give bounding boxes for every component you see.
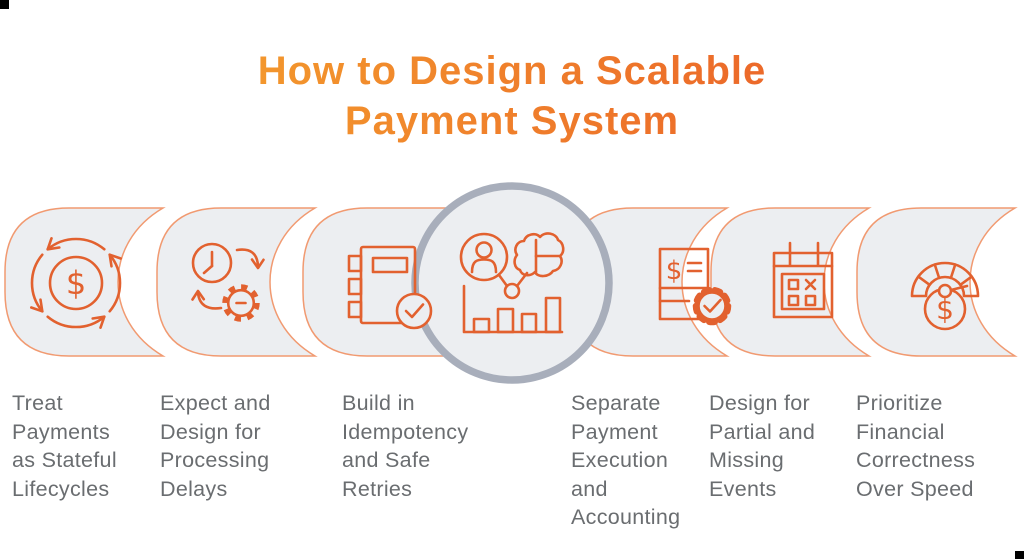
svg-text:$: $	[666, 256, 683, 286]
corner-mark-top-left	[0, 0, 9, 9]
step-label-4: Separate Payment Execution and Accountin…	[571, 391, 681, 529]
step-label-3: Build in Idempotency and Safe Retries	[342, 391, 469, 501]
analytics-person-brain-chart-icon	[459, 232, 565, 334]
step-shape-2	[156, 207, 318, 357]
step-label-2: Expect and Design for Processing Delays	[160, 391, 271, 501]
step-label-1: Treat Payments as Stateful Lifecycles	[12, 391, 117, 501]
calendar-missing-events-icon	[772, 241, 834, 319]
step-label-5: Design for Partial and Missing Events	[709, 391, 816, 501]
money-speed-gauge-icon: $	[910, 261, 980, 331]
invoice-gear-check-icon: $	[658, 247, 732, 326]
step-shapes	[4, 207, 1018, 357]
page-title: How to Design a Scalable Payment System	[0, 46, 1024, 146]
step-label-6: Prioritize Financial Correctness Over Sp…	[856, 391, 976, 501]
clock-gear-icon	[191, 242, 265, 322]
step-shape-6	[856, 207, 1018, 357]
dollar-cycle-icon: $	[30, 237, 122, 330]
svg-text:$: $	[66, 264, 86, 302]
ledger-check-icon	[347, 245, 433, 330]
svg-text:$: $	[936, 293, 954, 326]
corner-mark-bottom-right	[1015, 551, 1024, 559]
